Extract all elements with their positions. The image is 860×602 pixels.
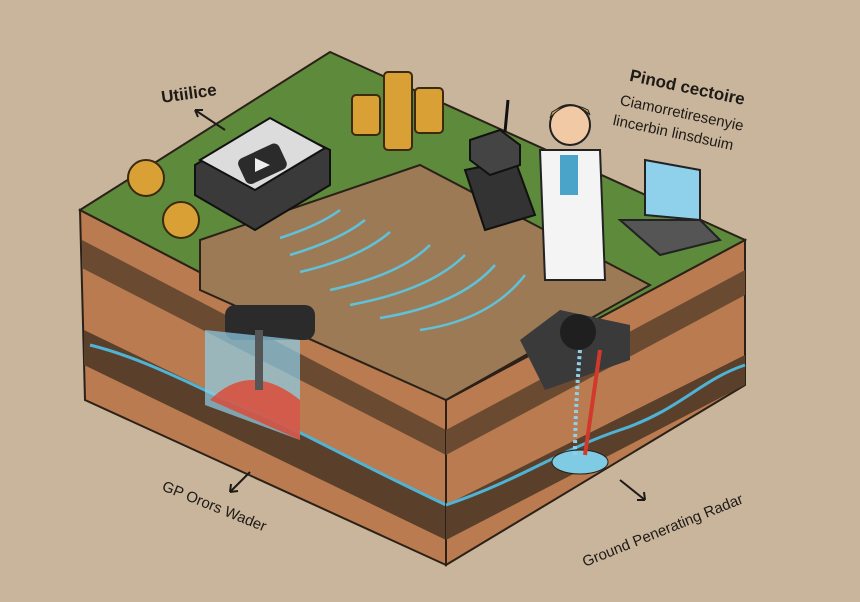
gpr-device: [194, 116, 331, 232]
leak-hotspot: [210, 380, 300, 440]
water-pool: [551, 449, 609, 475]
laptop-right: [617, 158, 722, 257]
radar-waves: [279, 208, 526, 332]
right-water-line: [445, 363, 746, 507]
coin-stacks: [127, 71, 444, 239]
pipe: [225, 305, 315, 340]
antenna-device: [469, 99, 521, 177]
label-arrows: [194, 109, 646, 501]
pipe-cutaway-right: [520, 310, 630, 456]
scientist: [463, 104, 607, 281]
leak-zone: [205, 305, 315, 440]
